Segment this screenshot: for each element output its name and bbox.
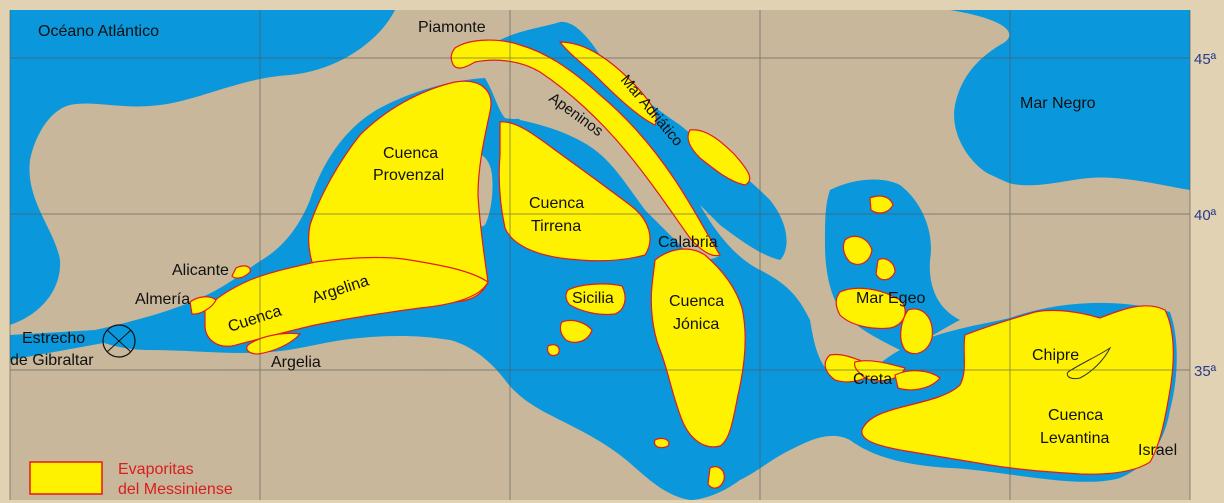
legend-label-line1: Evaporitas: [118, 461, 194, 478]
label-creta: Creta: [853, 371, 892, 388]
cyprus-outline: [1066, 346, 1112, 380]
latitude-label-35: 35ª: [1194, 363, 1217, 380]
grid-lines: [9, 10, 1191, 500]
label-cuenca-levantina-2: Levantina: [1040, 430, 1109, 447]
legend-label-line2: del Messiniense: [118, 481, 233, 498]
label-israel: Israel: [1138, 442, 1177, 459]
label-cuenca-levantina-1: Cuenca: [1048, 407, 1103, 424]
label-cuenca-provenzal-1: Cuenca: [383, 145, 438, 162]
label-estrecho-1: Estrecho: [22, 330, 85, 347]
legend-swatch: [29, 461, 103, 495]
latitude-label-45: 45ª: [1194, 51, 1217, 68]
label-cuenca-jonica-2: Jónica: [673, 316, 719, 333]
label-cuenca-tirrena-1: Cuenca: [529, 195, 584, 212]
label-alicante: Alicante: [172, 262, 229, 279]
label-mar-negro: Mar Negro: [1020, 95, 1096, 112]
label-argelia: Argelia: [271, 354, 321, 371]
label-mar-egeo: Mar Egeo: [856, 290, 925, 307]
label-cuenca-tirrena-2: Tirrena: [531, 218, 581, 235]
label-almeria: Almería: [135, 291, 190, 308]
label-cuenca-provenzal-2: Provenzal: [373, 167, 444, 184]
label-sicilia: Sicilia: [572, 290, 614, 307]
label-estrecho-2: de Gibraltar: [10, 352, 94, 369]
latitude-label-40: 40ª: [1194, 207, 1217, 224]
label-oceano-atlantico: Océano Atlántico: [38, 23, 159, 40]
label-chipre: Chipre: [1032, 347, 1079, 364]
label-calabria: Calabria: [658, 234, 718, 251]
label-piamonte: Piamonte: [418, 19, 486, 36]
gibraltar-circle: [102, 324, 136, 358]
evaporite-layer: [189, 39, 1174, 489]
label-cuenca-jonica-1: Cuenca: [669, 293, 724, 310]
